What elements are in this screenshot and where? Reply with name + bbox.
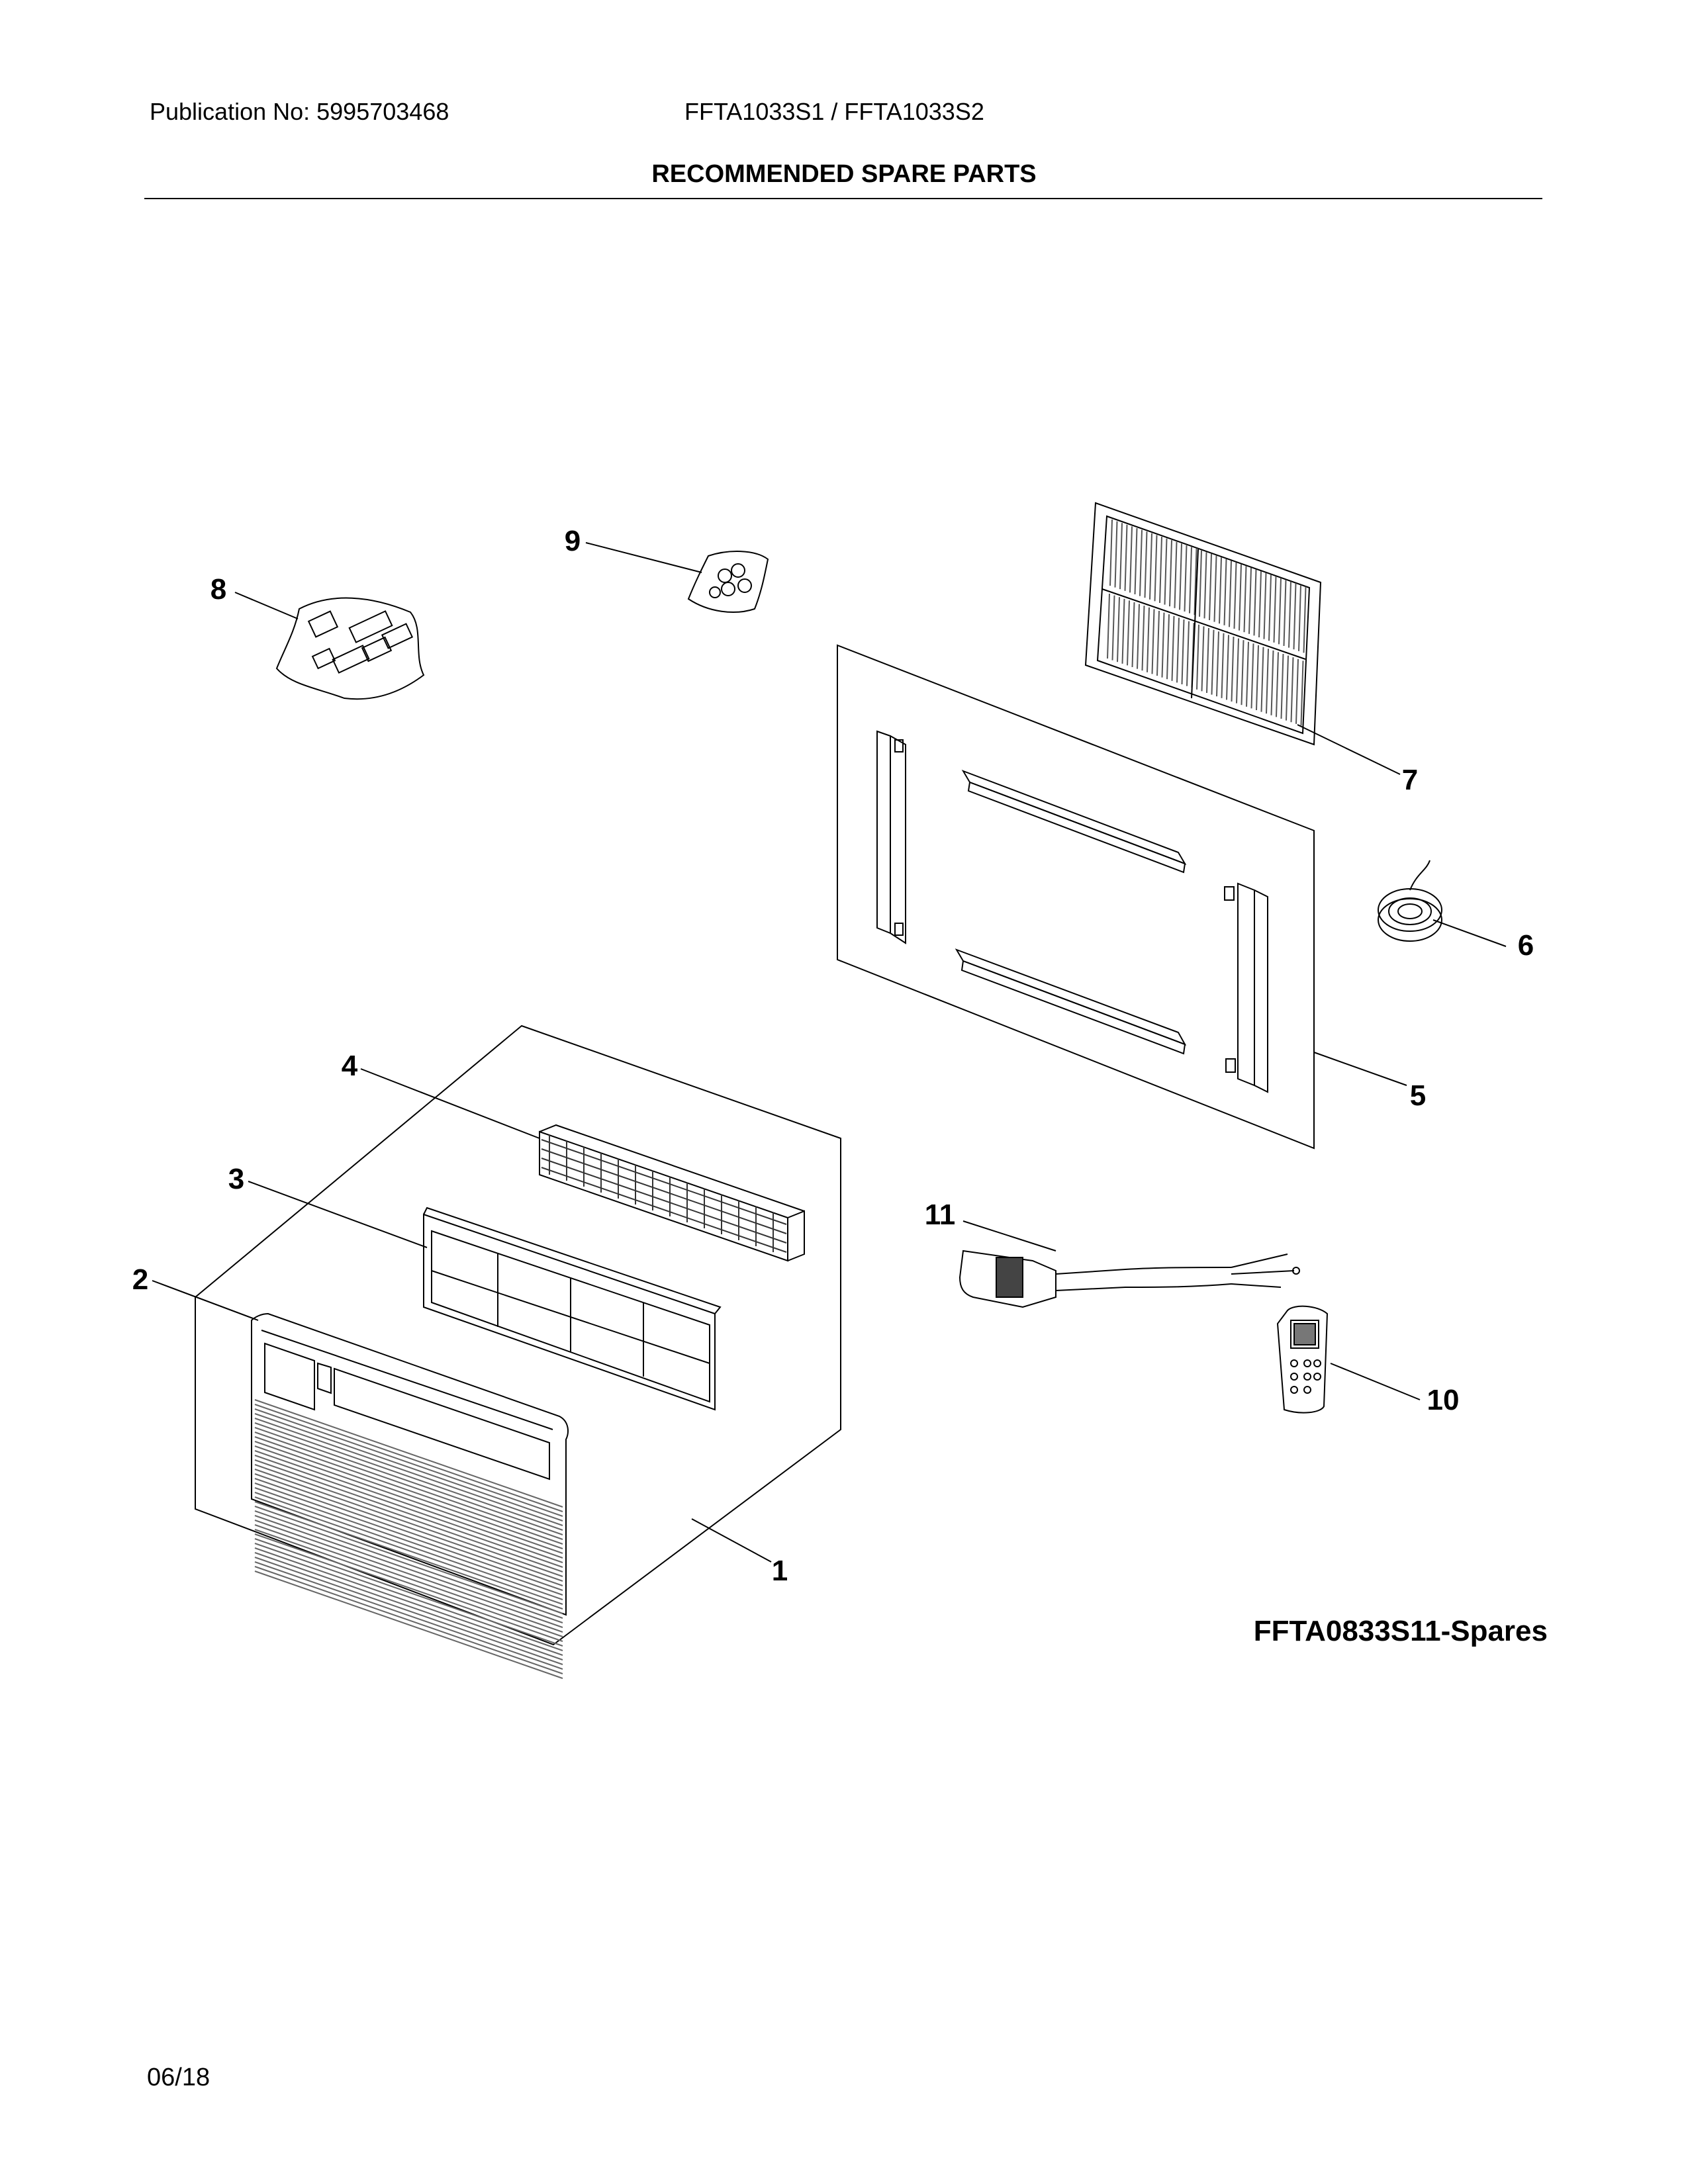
callout-1: 1 [772,1555,788,1587]
page-title: RECOMMENDED SPARE PARTS [651,160,1037,188]
callout-9: 9 [565,525,581,557]
callout-2: 2 [132,1263,148,1296]
part-4-louver [539,1124,805,1262]
part-5-window-kit [837,644,1315,1150]
callout-11: 11 [925,1199,956,1231]
callout-8: 8 [211,573,226,606]
callout-7: 7 [1402,764,1418,796]
part-2-front-grille [251,1312,569,1679]
header-divider [144,198,1542,199]
figure-id: FFTA0833S11-Spares [1253,1615,1548,1647]
part-9-screw-kit [687,551,769,613]
model-numbers: FFTA1033S1 / FFTA1033S2 [684,98,984,125]
part-8-foam-pads [275,597,425,700]
part-7-rear-grille [1084,502,1322,746]
publication-date: 06/18 [147,2064,211,2091]
callout-6: 6 [1518,929,1534,962]
callout-5: 5 [1410,1079,1426,1112]
publication-number: Publication No: 5995703468 [150,98,449,125]
part-11-power-cord [959,1250,1300,1308]
leader-lines [152,542,1507,1563]
part-6-seal-tape [1378,860,1442,942]
callout-numbers: 1 2 3 4 5 6 7 8 9 10 11 [132,525,1534,1587]
part-10-remote-control [1276,1305,1329,1414]
callout-4: 4 [342,1050,358,1082]
part-3-filter [423,1206,722,1411]
callout-10: 10 [1427,1384,1460,1416]
callout-3: 3 [228,1163,244,1195]
